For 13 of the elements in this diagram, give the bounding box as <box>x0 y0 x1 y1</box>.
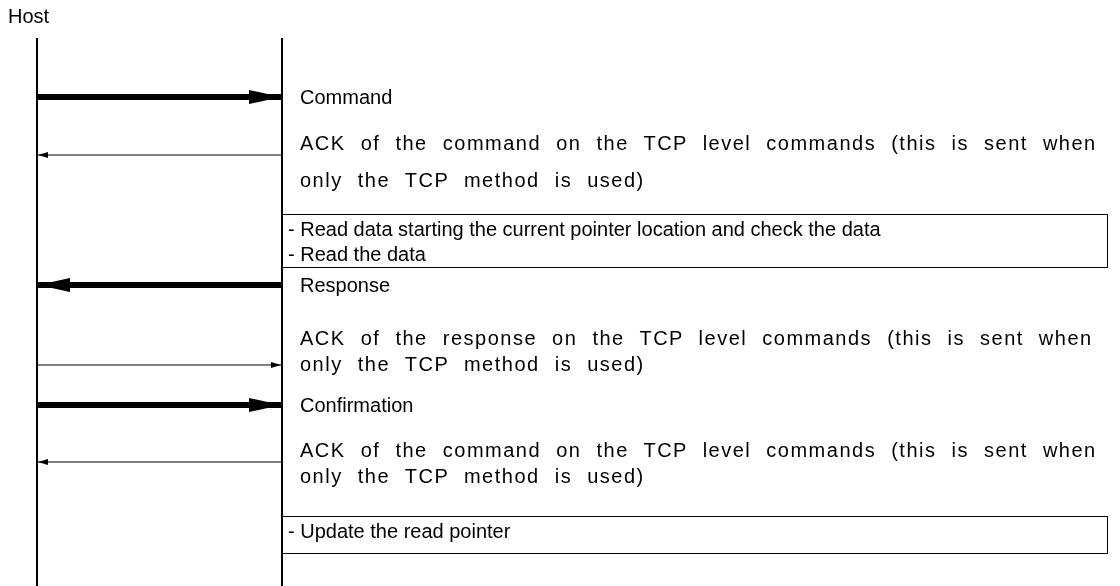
message-arrow <box>37 152 282 158</box>
message-arrow <box>38 90 281 104</box>
message-arrow <box>37 459 282 465</box>
lifeline-label: Host <box>8 5 50 27</box>
process-box <box>282 516 1108 554</box>
message-arrow <box>37 362 282 368</box>
message-arrow <box>38 398 281 412</box>
step-text: - Update the read pointer <box>288 519 512 544</box>
step-text: - Read the data <box>288 242 427 267</box>
message-arrow <box>38 278 281 292</box>
lifeline <box>281 38 283 586</box>
process-box <box>282 214 1108 268</box>
step-text: - Read data starting the current pointer location and check the data <box>288 217 882 242</box>
